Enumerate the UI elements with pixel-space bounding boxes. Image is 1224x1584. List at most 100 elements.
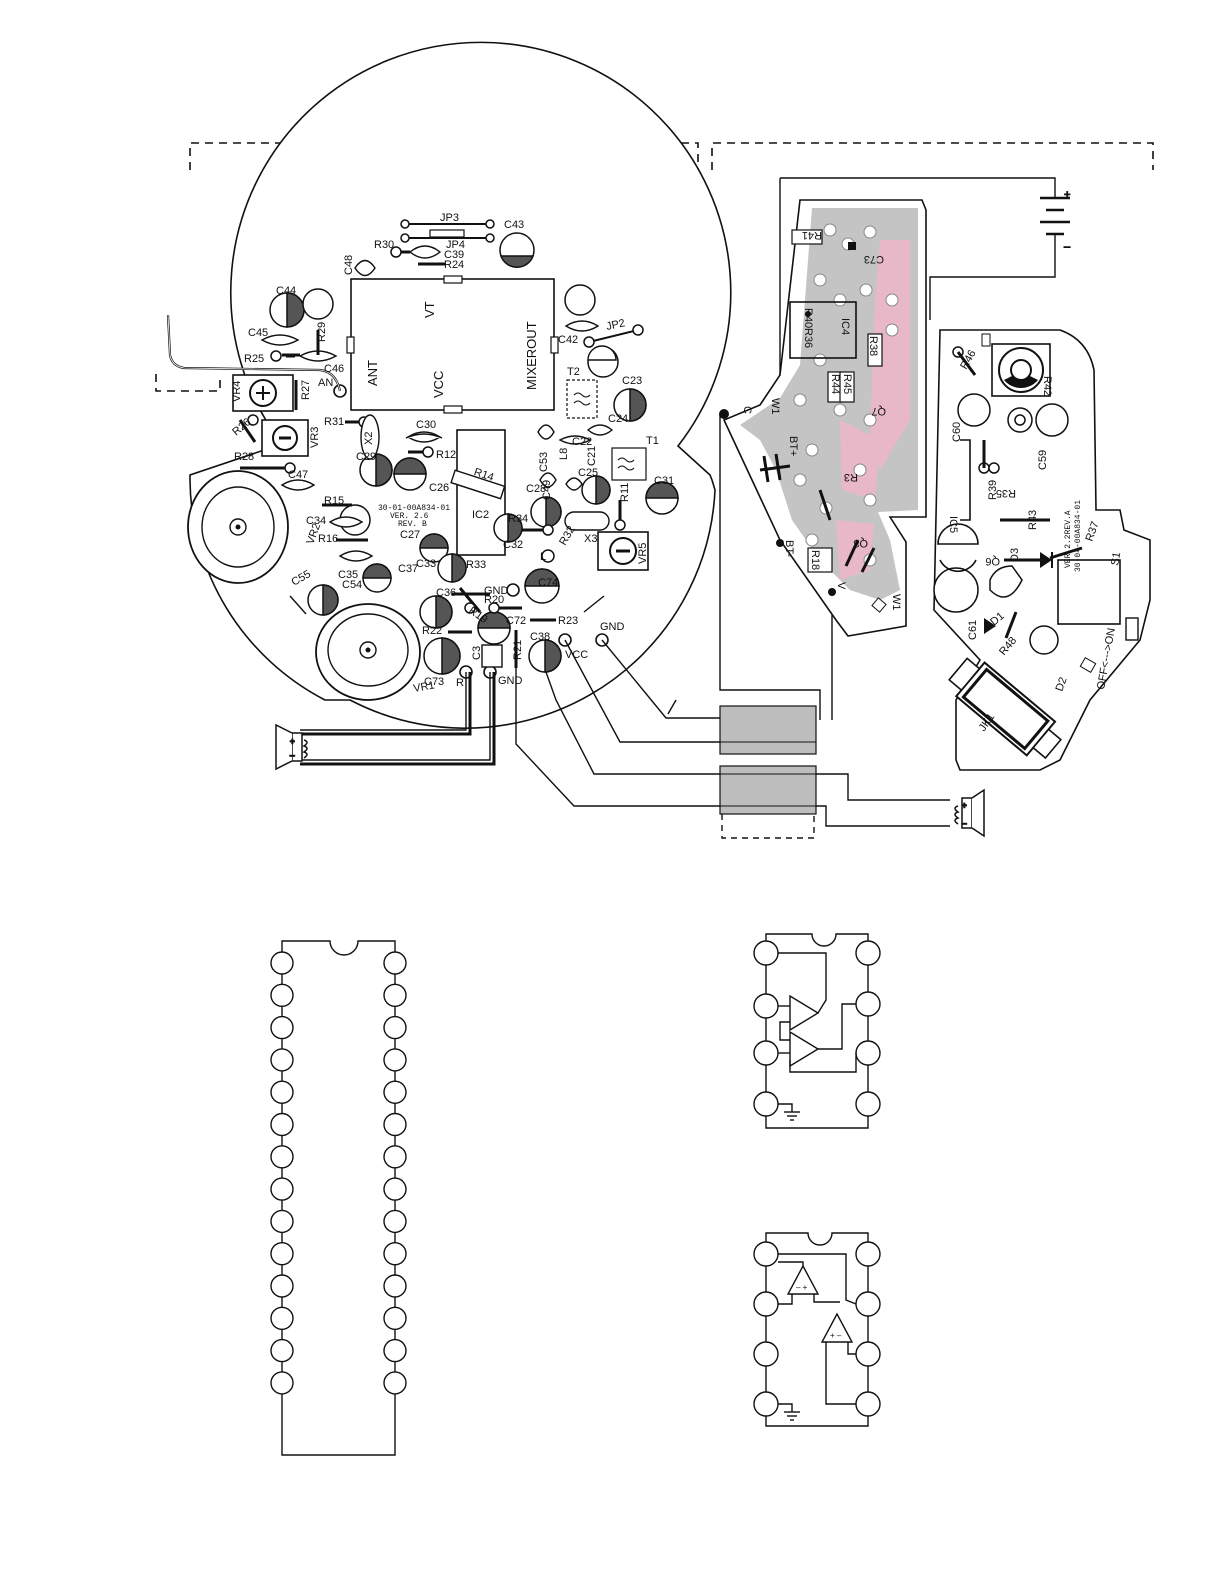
svg-text:R3: R3 — [844, 471, 858, 483]
ic-dual-opamp-2: – + + – — [753, 1232, 881, 1427]
svg-text:R36: R36 — [802, 328, 814, 348]
svg-text:C: C — [741, 406, 753, 414]
potentiometer-vr1 — [315, 603, 421, 701]
dip28-pin-21 — [383, 1177, 407, 1201]
speaker-left: + – — [275, 723, 308, 771]
jp4-label: JP4 — [446, 239, 465, 251]
svg-text:C24: C24 — [608, 413, 628, 425]
crystal-x3 — [564, 511, 610, 531]
svg-text:L8: L8 — [558, 448, 570, 460]
svg-text:– +: – + — [796, 1283, 808, 1292]
svg-text:R24: R24 — [444, 259, 464, 271]
jp3-label: JP3 — [440, 212, 459, 224]
svg-text:R29: R29 — [316, 322, 328, 342]
board-revision: REV. B — [398, 520, 427, 529]
svg-text:C31: C31 — [654, 475, 674, 487]
main-board-designators: C43 R30 C39 R24 C48 C44 C45 R29 R25 C46 … — [230, 219, 674, 695]
svg-text:AN: AN — [318, 377, 333, 389]
small-board: R41 C73 R40 R36 IC4 R38 R44 R45 Q7 R3 Q8… — [719, 199, 927, 637]
svg-text:C3: C3 — [471, 646, 483, 660]
dip28-pin-13 — [270, 1338, 294, 1363]
svg-text:VR1: VR1 — [412, 679, 435, 695]
x3-label: X3 — [584, 533, 597, 545]
r14-label: R14 — [472, 466, 495, 484]
svg-text:C23: C23 — [622, 375, 642, 387]
ic-28pin-pins — [270, 951, 407, 1395]
dip28-pin-23 — [383, 1112, 407, 1137]
module-pin-vt: VT — [422, 301, 437, 318]
dip28-pin-17 — [383, 1306, 407, 1331]
battery: + – — [1040, 189, 1072, 254]
module-pin-mixerout: MIXEROUT — [524, 321, 539, 390]
crystal-x2 — [360, 414, 380, 460]
svg-text:+ –: + – — [830, 1331, 842, 1340]
battery-minus: – — [1064, 241, 1071, 253]
svg-text:L: L — [540, 551, 546, 563]
dip28-pin-24 — [383, 1080, 407, 1104]
svg-text:R41: R41 — [802, 229, 822, 241]
svg-text:C48: C48 — [343, 255, 355, 275]
transformer-t2 — [566, 379, 598, 419]
svg-text:V: V — [835, 582, 847, 590]
svg-text:GND: GND — [498, 675, 523, 687]
svg-text:R44: R44 — [829, 374, 841, 394]
svg-text:R16: R16 — [318, 533, 338, 545]
svg-text:R27: R27 — [300, 380, 312, 400]
trimmer-vr4 — [232, 374, 294, 412]
speaker-left-plus: + — [290, 737, 295, 746]
speaker-right-plus: + — [962, 801, 967, 810]
dip28-pin-16 — [383, 1338, 407, 1363]
board-version: VER. 2.6 — [390, 512, 429, 521]
dip28-pin-14 — [270, 1371, 294, 1395]
trimmer-vr3 — [261, 419, 309, 457]
svg-text:C59: C59 — [1037, 450, 1049, 470]
svg-text:R39: R39 — [987, 480, 999, 500]
svg-text:GND: GND — [600, 621, 625, 633]
svg-text:C21: C21 — [586, 446, 598, 466]
svg-text:C28: C28 — [526, 483, 546, 495]
svg-text:C61: C61 — [967, 620, 979, 640]
svg-text:C49: C49 — [541, 480, 553, 500]
svg-text:VR5: VR5 — [637, 543, 649, 564]
svg-text:R21: R21 — [512, 640, 524, 660]
svg-text:C25: C25 — [578, 467, 598, 479]
battery-plus: + — [1064, 189, 1070, 201]
x2-label: X2 — [363, 432, 375, 445]
svg-text:C73: C73 — [424, 676, 444, 688]
dip28-pin-19 — [383, 1241, 407, 1266]
svg-text:BT-: BT- — [783, 540, 795, 557]
svg-text:C42: C42 — [558, 334, 578, 346]
dip28-pin-26 — [383, 1015, 407, 1040]
dip28-pin-5 — [270, 1080, 294, 1104]
svg-text:R12: R12 — [436, 449, 456, 461]
svg-text:VCC: VCC — [565, 649, 588, 661]
dip28-pin-9 — [270, 1209, 294, 1234]
svg-text:R11: R11 — [619, 483, 631, 502]
speaker-left-minus: – — [290, 751, 295, 760]
dip28-pin-27 — [383, 983, 407, 1007]
switch-board-outline — [933, 329, 1151, 771]
svg-text:C60: C60 — [951, 422, 963, 442]
svg-text:C35: C35 — [338, 569, 358, 581]
svg-text:R31: R31 — [324, 416, 344, 428]
svg-text:C46: C46 — [324, 363, 344, 375]
dip28-pin-7 — [270, 1145, 294, 1169]
dip28-pin-10 — [270, 1241, 294, 1266]
svg-text:R30: R30 — [374, 239, 394, 251]
dip28-pin-18 — [383, 1274, 407, 1298]
svg-text:C72: C72 — [506, 615, 526, 627]
dip28-pin-4 — [270, 1048, 294, 1072]
potentiometer-vr2 — [187, 470, 289, 584]
svg-text:Q6: Q6 — [985, 555, 1000, 567]
svg-text:C54: C54 — [342, 579, 362, 591]
svg-text:C47: C47 — [288, 469, 308, 481]
svg-text:C74: C74 — [538, 577, 558, 589]
dip28-pin-12 — [270, 1306, 294, 1331]
small-board-designators: R41 C73 R40 R36 IC4 R38 R44 R45 Q7 R3 Q8… — [741, 229, 902, 611]
svg-text:C33: C33 — [416, 558, 436, 570]
ic-28pin-pinout — [281, 940, 396, 1456]
svg-text:R20: R20 — [484, 594, 504, 606]
dip28-pin-15 — [383, 1371, 407, 1395]
r14-resistor — [450, 469, 506, 500]
svg-text:C44: C44 — [276, 285, 296, 297]
